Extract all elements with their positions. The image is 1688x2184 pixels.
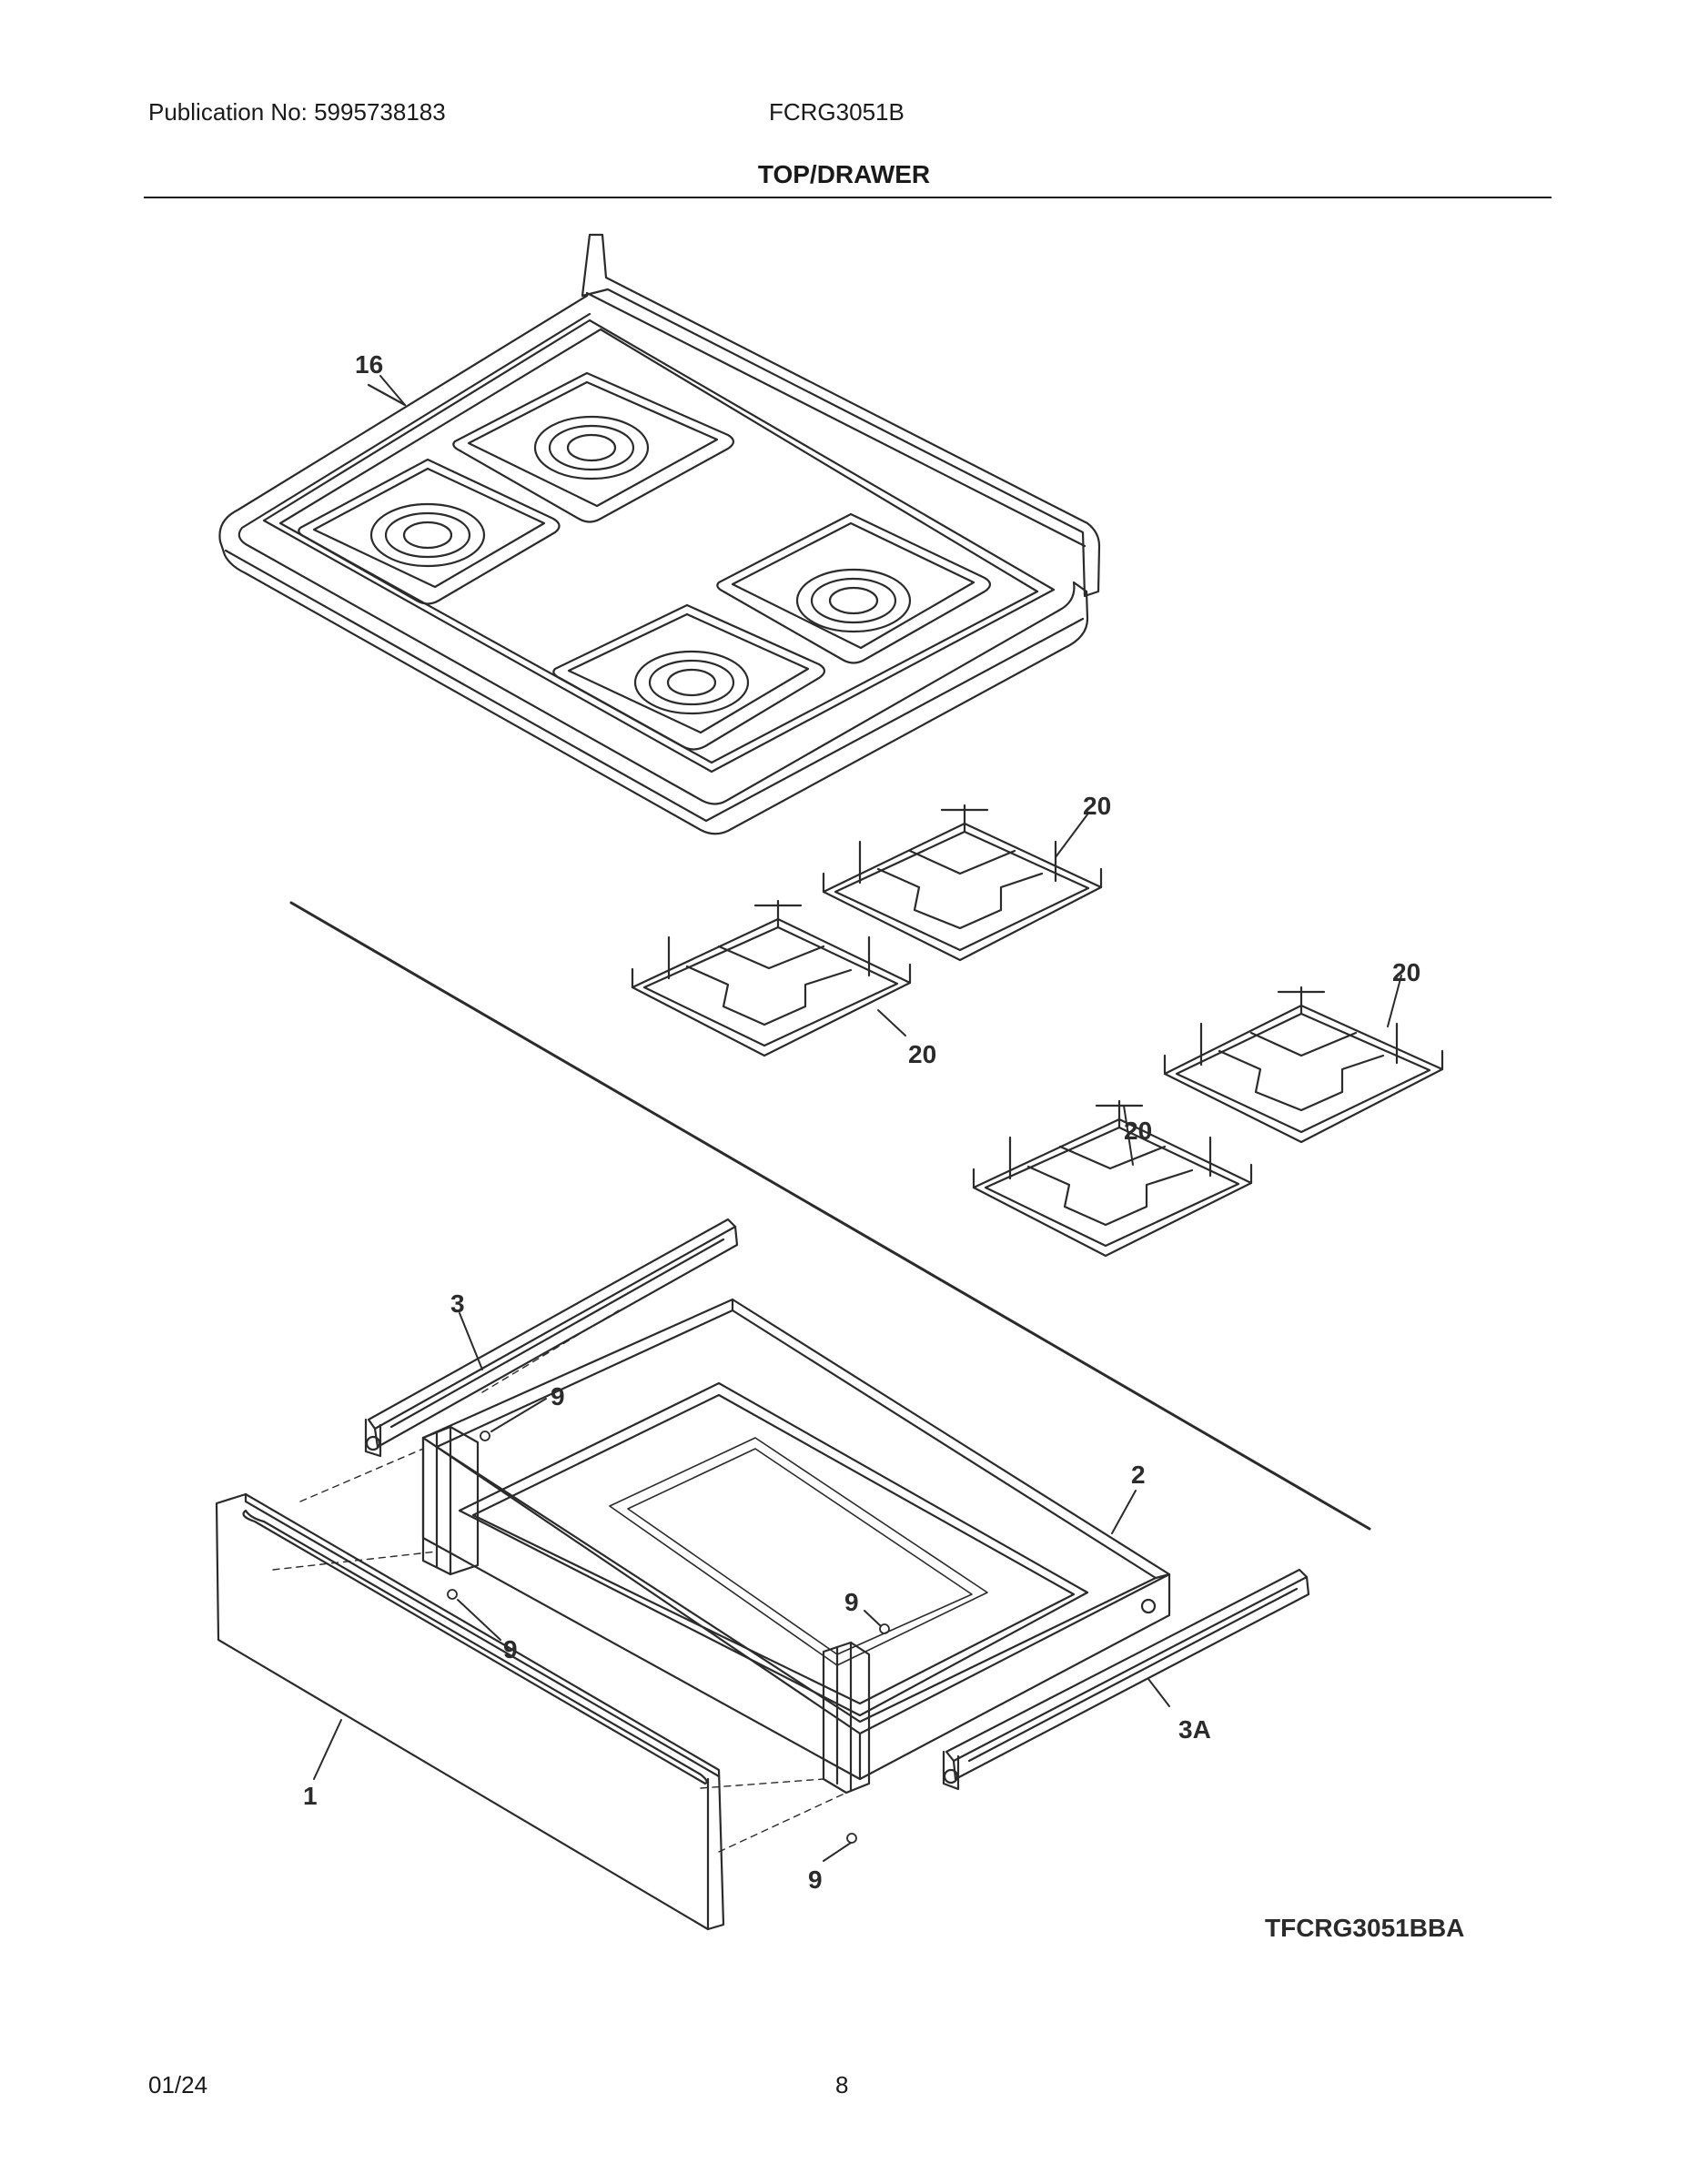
burner-pan-right-rear	[716, 512, 992, 664]
grate-front-left	[631, 899, 912, 1057]
cooktop-top-assembly	[218, 233, 1101, 835]
callout-1: 1	[303, 1782, 318, 1810]
callout-20-rear-left: 20	[1083, 792, 1111, 820]
assembly-guide-lines	[272, 1309, 847, 1853]
model-number: FCRG3051B	[769, 98, 905, 126]
callout-9-right: 9	[844, 1588, 859, 1616]
callout-3: 3	[450, 1289, 465, 1318]
grate-rear-right	[1163, 986, 1444, 1144]
grate-rear-left	[822, 804, 1103, 962]
drawer-front-panel	[215, 1492, 725, 1931]
burner-pan-left-front	[298, 458, 561, 605]
footer-date: 01/24	[148, 2071, 208, 2098]
callout-9-bottom: 9	[808, 1866, 823, 1894]
drawer-glide-left	[364, 1218, 739, 1458]
diagram-code: TFCRG3051BBA	[1265, 1914, 1464, 1942]
footer-page-number: 8	[835, 2071, 849, 2098]
callout-20-front-left: 20	[908, 1040, 936, 1068]
burner-pan-left-rear	[452, 371, 735, 523]
callout-leaders	[313, 375, 1402, 1862]
callout-9-left: 9	[503, 1635, 518, 1663]
drawer-bracket-left	[421, 1425, 480, 1576]
callout-2: 2	[1131, 1461, 1146, 1489]
grate-front-right	[972, 1099, 1253, 1258]
callout-20-front-right: 20	[1124, 1117, 1152, 1145]
callout-9-upper: 9	[551, 1382, 565, 1410]
drawer-bracket-right	[822, 1641, 871, 1795]
drawer-glide-right	[942, 1568, 1310, 1791]
page-title: TOP/DRAWER	[757, 160, 931, 188]
header-divider	[144, 197, 1552, 198]
callout-16: 16	[355, 350, 383, 379]
section-separator	[289, 901, 1371, 1531]
callout-20-rear-right: 20	[1392, 958, 1420, 986]
publication-number: Publication No: 5995738183	[148, 98, 446, 126]
callout-3a: 3A	[1178, 1715, 1211, 1744]
burner-pan-right-front	[552, 603, 826, 751]
